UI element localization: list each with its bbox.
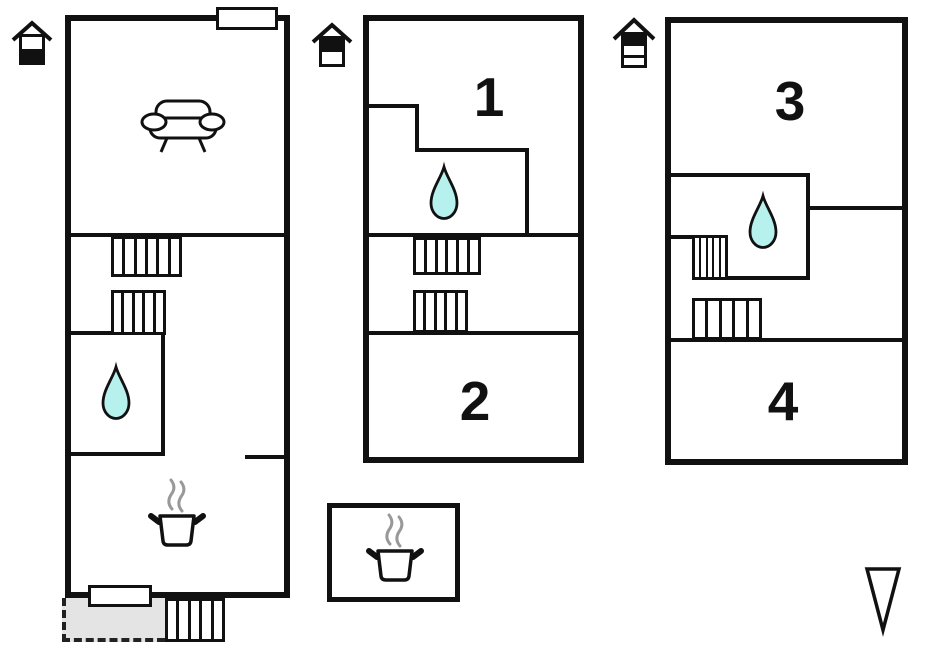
shower-wall [415, 148, 528, 152]
wall [65, 15, 290, 21]
wall-partition [65, 233, 290, 237]
sofa-icon [140, 99, 226, 153]
wall-partition [806, 206, 902, 210]
room-label-3: 3 [774, 70, 806, 132]
wall [665, 17, 671, 465]
staircase [692, 298, 762, 340]
stove-icon [366, 513, 424, 582]
stove-icon [148, 478, 206, 547]
house-level-middle-icon [311, 22, 353, 67]
wall-partition [671, 235, 695, 239]
room-label-1: 1 [473, 66, 505, 128]
bathroom-wall [161, 331, 165, 456]
wall [65, 592, 290, 598]
wall [665, 459, 908, 465]
wall-partition [363, 331, 584, 335]
bathroom-wall [65, 452, 165, 456]
bathroom-wall [806, 173, 810, 280]
wall [363, 15, 584, 21]
shower-drop-icon [429, 161, 459, 220]
staircase [692, 235, 728, 280]
shower-wall [415, 104, 419, 152]
wall-partition [671, 338, 902, 342]
wall [65, 15, 71, 598]
terrace [62, 598, 165, 642]
shower-wall [525, 148, 529, 237]
bathroom-wall [727, 276, 810, 280]
shower-drop-icon [748, 190, 778, 249]
house-level-ground-icon [11, 20, 53, 65]
staircase [413, 290, 468, 333]
wall [578, 15, 584, 463]
wall-partition [363, 233, 584, 237]
orientation-triangle-icon [864, 567, 902, 637]
staircase [111, 236, 182, 277]
wall-partition [245, 455, 284, 459]
shower-wall [369, 104, 418, 108]
staircase [111, 290, 166, 335]
wall [363, 457, 584, 463]
bathroom-wall [665, 173, 810, 177]
shower-drop-icon [101, 361, 131, 420]
room-label-2: 2 [459, 370, 491, 432]
house-level-top-icon [612, 17, 656, 68]
door [88, 585, 152, 607]
wall [363, 15, 369, 463]
wall [665, 17, 908, 23]
wall [902, 17, 908, 465]
room-label-4: 4 [767, 370, 799, 432]
window [216, 7, 278, 30]
staircase [413, 237, 481, 275]
wall [284, 15, 290, 598]
exterior-staircase [165, 598, 225, 642]
